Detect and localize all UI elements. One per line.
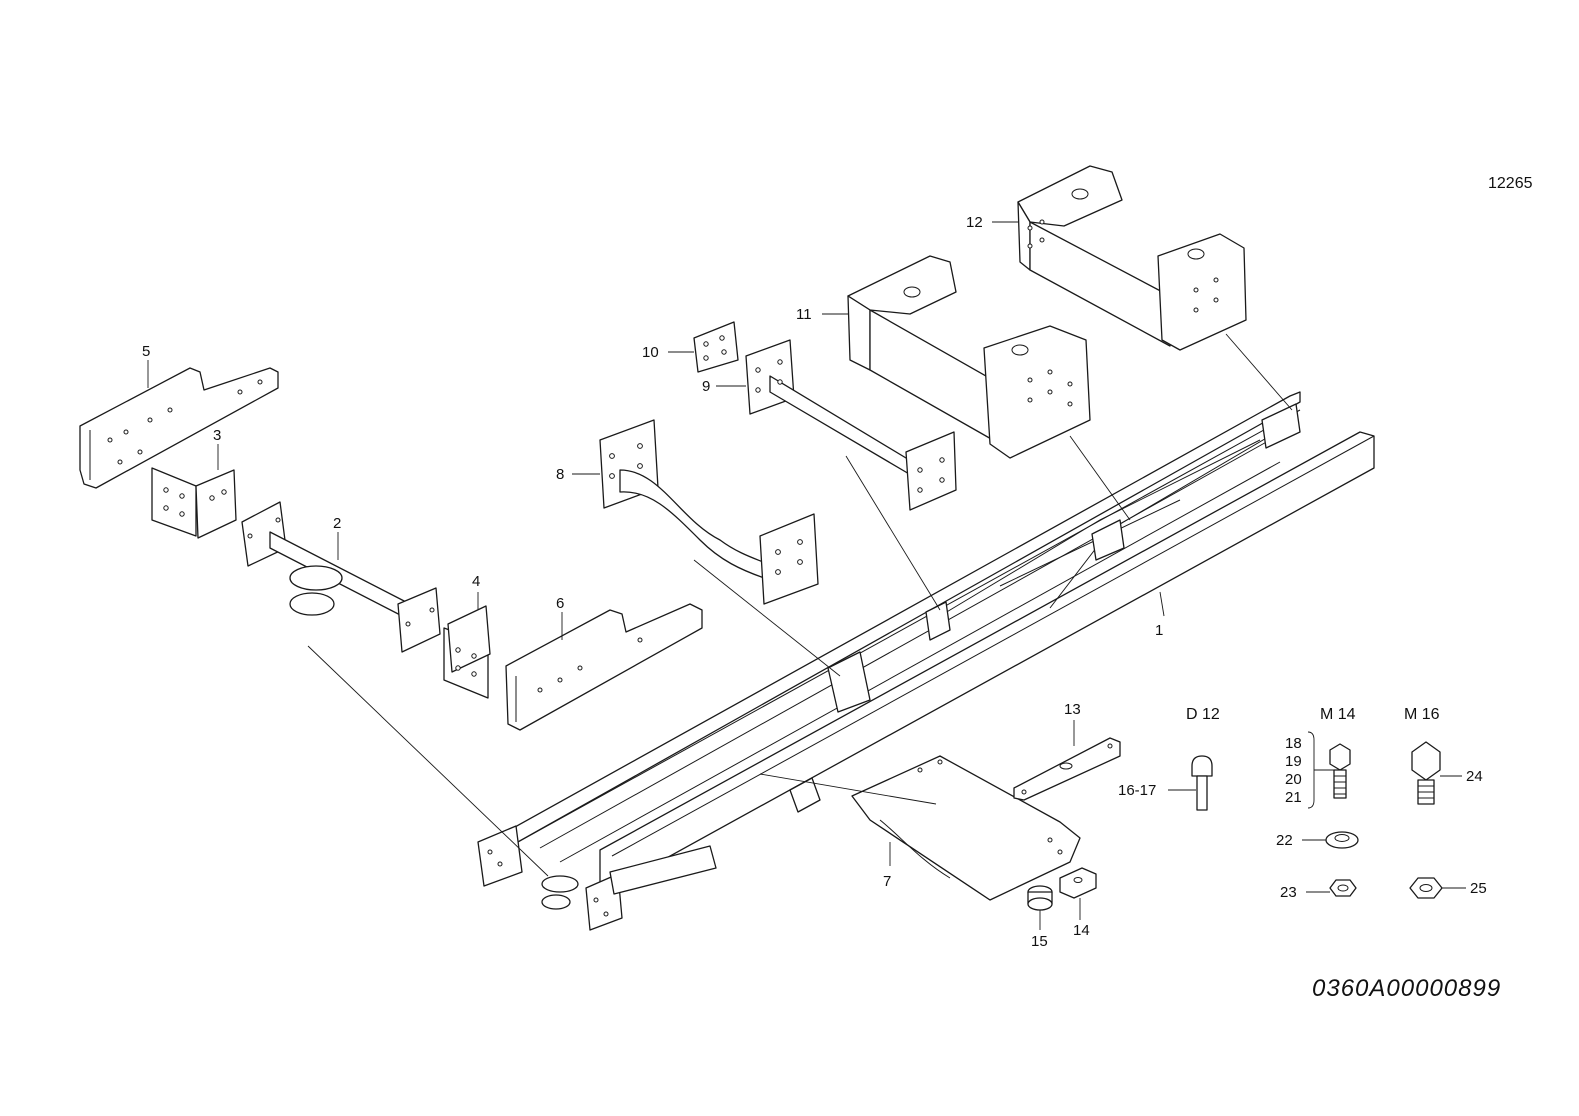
callout-24: 24 (1466, 768, 1483, 785)
callout-7: 7 (883, 873, 891, 890)
callout-5: 5 (142, 343, 150, 360)
nut-part-25[interactable] (1409, 877, 1443, 899)
size-header-m16: M 16 (1404, 706, 1440, 723)
plate-part-10[interactable] (693, 321, 739, 373)
drawing-number: 12265 (1488, 175, 1533, 192)
skid-plate-part-7[interactable] (851, 755, 1081, 901)
size-header-m14: M 14 (1320, 706, 1356, 723)
bolt-m14-parts-18-21[interactable] (1329, 743, 1351, 799)
bushing-part-15[interactable] (1027, 885, 1053, 911)
size-header-d12: D 12 (1186, 706, 1220, 723)
callout-15: 15 (1031, 933, 1048, 950)
callout-11: 11 (796, 306, 812, 323)
nut-part-23[interactable] (1329, 879, 1357, 897)
callout-10: 10 (642, 344, 659, 361)
bracket-part-5[interactable] (79, 367, 279, 489)
crossmember-part-12[interactable] (1017, 165, 1247, 351)
crossmember-part-2[interactable] (241, 501, 441, 653)
callout-22: 22 (1276, 832, 1293, 849)
callout-4: 4 (472, 573, 480, 590)
crossmember-part-8[interactable] (599, 419, 819, 605)
callout-16-17: 16-17 (1118, 782, 1156, 799)
callout-1: 1 (1155, 622, 1163, 639)
callout-20: 20 (1285, 771, 1302, 788)
callout-23: 23 (1280, 884, 1297, 901)
callout-9: 9 (702, 378, 710, 395)
main-frame-part-1[interactable] (477, 391, 1375, 931)
callout-2: 2 (333, 515, 341, 532)
crossmember-part-9[interactable] (745, 339, 957, 511)
callout-21: 21 (1285, 789, 1302, 806)
plate-part-3[interactable] (151, 467, 237, 539)
crossmember-part-11[interactable] (847, 255, 1091, 459)
callout-3: 3 (213, 427, 221, 444)
bracket-part-6[interactable] (505, 603, 703, 731)
callout-19: 19 (1285, 753, 1302, 770)
document-number: 0360A00000899 (1312, 975, 1501, 1002)
callout-6: 6 (556, 595, 564, 612)
spacer-part-14[interactable] (1059, 867, 1097, 899)
callout-8: 8 (556, 466, 564, 483)
callout-13: 13 (1064, 701, 1081, 718)
plate-part-13[interactable] (1013, 737, 1121, 801)
callout-18: 18 (1285, 735, 1302, 752)
bolt-m16-part-24[interactable] (1411, 741, 1441, 805)
callout-14: 14 (1073, 922, 1090, 939)
pin-part-16-17[interactable] (1191, 755, 1213, 811)
callout-12: 12 (966, 214, 983, 231)
callout-25: 25 (1470, 880, 1487, 897)
washer-part-22[interactable] (1325, 831, 1359, 849)
plate-part-4[interactable] (443, 605, 491, 699)
